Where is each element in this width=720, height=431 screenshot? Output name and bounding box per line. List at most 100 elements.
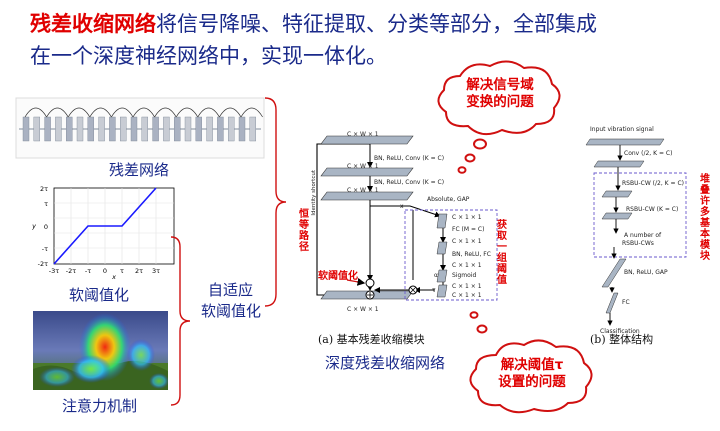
cloud-bottom-line2: 设置的问题 — [498, 374, 566, 390]
attention-heatmap-image — [33, 311, 168, 390]
ch2-label: C × 1 × 1 — [452, 238, 482, 245]
title-highlight: 残差收缩网络 — [30, 12, 156, 36]
classification-label: Classification — [600, 328, 640, 335]
x-axis-label: x — [111, 273, 116, 280]
fc-block-right — [605, 292, 619, 314]
input-signal-label: Input vibration signal — [590, 126, 654, 133]
skip-connection-arc — [132, 107, 155, 118]
residual-layer-block — [227, 116, 235, 142]
residual-layer-block — [130, 116, 138, 142]
xtick-3: 0 — [103, 267, 107, 275]
xtick-6: 3τ — [152, 267, 160, 275]
residual-layer-block — [33, 116, 40, 142]
conv-block — [593, 160, 645, 168]
residual-layer-block — [76, 116, 84, 142]
fc-block-2 — [436, 269, 448, 283]
ch5-label: C × 1 × 1 — [452, 292, 482, 299]
get-threshold-label: 获取一组阈值 — [497, 220, 507, 286]
fc-m-label: FC (M = C) — [452, 226, 485, 233]
cloud-top-line1: 解决信号域 — [466, 77, 534, 93]
skip-connection-arc — [67, 107, 91, 118]
rsbu2-label: RSBU-CW (K = C) — [626, 206, 679, 213]
adaptive-label-line2: 软阈值化 — [201, 302, 262, 320]
ch4-label: C × 1 × 1 — [452, 283, 482, 290]
identity-shortcut-label: Identity shortcut — [311, 170, 317, 216]
gap-block — [436, 213, 448, 229]
feat1-label: C × W × 1 — [347, 131, 379, 138]
xtick-2: -τ — [85, 267, 91, 275]
tau-label: τ — [432, 287, 436, 294]
skip-connection-arc — [175, 107, 199, 118]
feature-block-3 — [320, 191, 414, 201]
residual-layer-block — [66, 116, 73, 142]
brace-top — [264, 97, 287, 307]
page-title-line1: 残差收缩网络将信号降噪、特征提取、分类等部分，全部集成 — [30, 8, 597, 38]
fc-label: FC — [622, 299, 630, 306]
rsbu1-block — [601, 190, 633, 198]
overall-architecture-diagram — [585, 138, 687, 326]
sigmoid-block — [436, 284, 448, 298]
cloud-top-line2: 变换的问题 — [466, 94, 534, 110]
skip-connection-arc — [89, 107, 112, 118]
xtick-0: -3τ — [49, 267, 59, 275]
ch3-label: C × 1 × 1 — [452, 262, 482, 269]
soft-threshold-red-label: 软阈值化 — [318, 271, 358, 282]
many-rsbu-line2: RSBU-CWs — [622, 240, 654, 247]
attention-label: 注意力机制 — [62, 397, 138, 415]
residual-layer-block — [249, 116, 257, 142]
residual-network-label: 残差网络 — [109, 161, 170, 179]
soft-threshold-operator — [365, 278, 375, 288]
residual-layer-block — [173, 116, 181, 142]
residual-layer-block — [22, 116, 30, 142]
feat2-label: C × W × 1 — [347, 163, 379, 170]
residual-layer-block — [98, 116, 105, 142]
cloud-top-text: 解决信号域变换的问题 — [448, 77, 552, 111]
layer1-label: BN, ReLU, Conv (K = C) — [374, 155, 445, 162]
input-block — [585, 138, 665, 146]
residual-layer-block — [163, 116, 170, 142]
x-var-label: x — [400, 203, 404, 210]
cloud-top — [437, 60, 561, 174]
residual-layer-block — [195, 116, 203, 142]
caption-main: 深度残差收缩网络 — [325, 354, 446, 372]
caption-a: (a) 基本残差收缩模块 — [318, 333, 425, 346]
stack-modules-label: 堆叠许多基本模块 — [700, 174, 710, 262]
attention-branch-box — [404, 209, 498, 301]
residual-layer-block — [152, 116, 159, 142]
residual-layer-block — [44, 116, 51, 142]
soft-threshold-label: 软阈值化 — [69, 286, 130, 304]
feat3-label: C × W × 1 — [347, 187, 379, 194]
brace-bottom — [170, 236, 191, 406]
skip-connection-arc — [24, 107, 47, 118]
conv-label: Conv (/2, K = C) — [624, 150, 673, 157]
fc-block-1 — [436, 241, 448, 255]
bn-relu-fc-label: BN, ReLU, FC — [452, 251, 491, 258]
caption-b: (b) 整体结构 — [590, 333, 654, 346]
residual-layer-block — [206, 116, 213, 142]
cloud-bottom — [469, 311, 593, 414]
ytick-1: τ — [44, 200, 48, 208]
xtick-5: 2τ — [135, 267, 143, 275]
skip-connection-arc — [240, 107, 263, 118]
residual-layer-block — [87, 116, 95, 142]
residual-layer-block — [184, 116, 192, 142]
cloud-bottom-line1: 解决阈值τ — [500, 357, 564, 373]
title-rest: 将信号降噪、特征提取、分类等部分，全部集成 — [156, 12, 597, 36]
residual-layer-block — [119, 116, 127, 142]
identity-path-label: 恒等路径 — [299, 209, 309, 253]
residual-layer-block — [238, 116, 246, 142]
residual-network-diagram — [15, 97, 265, 159]
ytick-0: 2τ — [40, 185, 48, 193]
gap-block-right — [601, 258, 627, 288]
stack-dashed-box — [593, 172, 687, 258]
rsbu2-block — [601, 212, 633, 220]
bn-gap-label: BN, ReLU, GAP — [624, 269, 668, 276]
page-title-line2: 在一个深度神经网络中，实现一体化。 — [30, 44, 387, 68]
sigmoid-label: Sigmoid — [452, 272, 477, 279]
feature-block-1 — [320, 135, 414, 145]
ch1-label: C × 1 × 1 — [452, 214, 482, 221]
soft-threshold-curve — [53, 187, 157, 265]
abs-gap-label: Absolute, GAP — [427, 196, 470, 203]
residual-layer-block — [55, 116, 62, 142]
